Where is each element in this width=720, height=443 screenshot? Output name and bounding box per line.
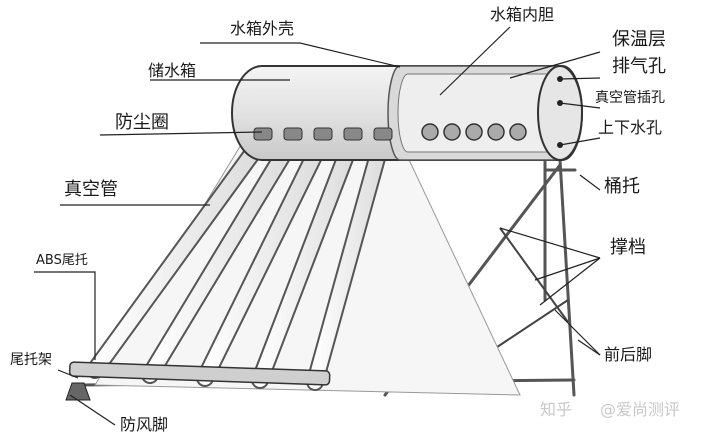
socket-hole-5 — [509, 123, 527, 141]
dust-ring-4 — [343, 127, 363, 141]
vacuum-tube-1-glass — [88, 133, 269, 377]
socket-hole-2 — [443, 123, 461, 141]
abs-tail-holder — [68, 361, 331, 386]
label-water-storage-tank: 储水箱 — [148, 61, 196, 80]
socket-hole-4 — [487, 123, 505, 141]
insulation-layer — [397, 73, 557, 153]
water-tank — [231, 65, 583, 161]
dust-ring-2 — [283, 127, 303, 141]
label-brace: 撑档 — [610, 237, 646, 258]
label-abs-tail-support: ABS尾托 — [36, 253, 88, 268]
vacuum-tubes — [86, 131, 391, 391]
dust-ring-1 — [253, 127, 273, 141]
label-vent-hole: 排气孔 — [612, 56, 666, 77]
socket-hole-1 — [421, 123, 439, 141]
vacuum-tube-3-glass — [198, 133, 329, 385]
label-tube-socket: 真空管插孔 — [595, 90, 665, 106]
label-vacuum-tube: 真空管 — [64, 179, 118, 200]
watermark-author: @爱尚测评 — [600, 400, 680, 419]
watermark-brand: 知乎 — [540, 400, 572, 419]
label-insulation: 保温层 — [612, 29, 666, 50]
label-wind-proof-foot: 防风脚 — [120, 415, 168, 434]
rear-leg — [558, 158, 576, 397]
dust-ring-5 — [373, 127, 393, 141]
leader-lines — [34, 26, 601, 426]
label-dust-ring: 防尘圈 — [115, 112, 169, 133]
vacuum-tube-2-glass — [143, 133, 299, 382]
label-water-ports: 上下水孔 — [598, 118, 662, 137]
label-bucket-support: 桶托 — [604, 176, 640, 197]
label-front-rear-legs: 前后脚 — [604, 345, 652, 364]
vacuum-tube-5-glass — [308, 133, 389, 389]
label-inner-tank: 水箱内胆 — [490, 5, 554, 24]
label-tail-support-frame: 尾托架 — [10, 352, 52, 368]
label-tank-shell: 水箱外壳 — [230, 19, 294, 38]
vacuum-tube-4-glass — [253, 133, 359, 387]
tank-end-cap — [537, 65, 583, 161]
dust-ring-3 — [313, 127, 333, 141]
socket-hole-3 — [465, 123, 483, 141]
